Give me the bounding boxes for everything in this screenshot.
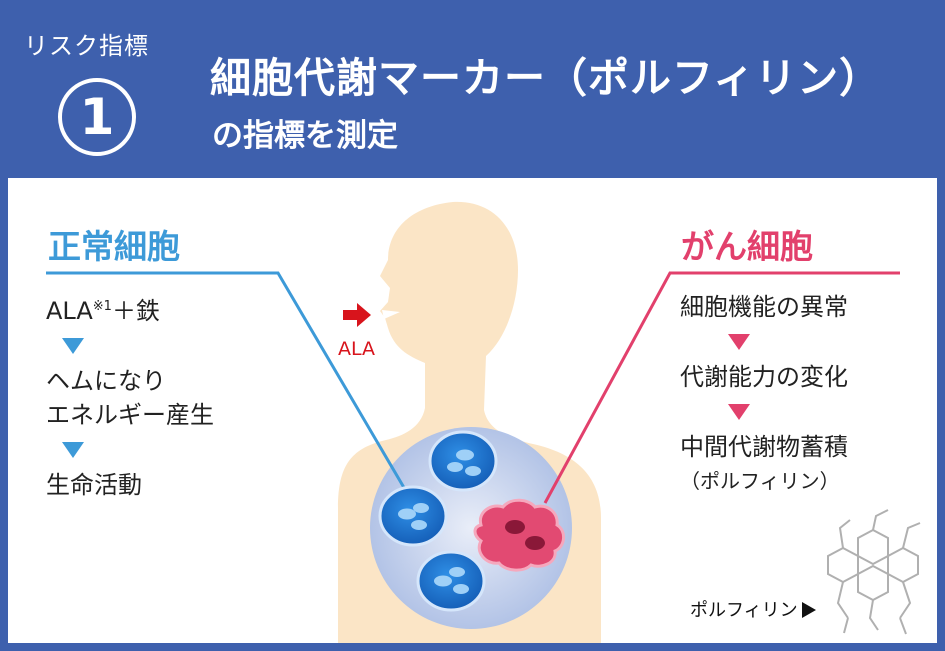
normal-cell <box>428 430 498 492</box>
down-arrow-icon <box>62 442 84 458</box>
normal-cell-steps: ALA※1＋鉄 ヘムになり エネルギー産生 生命活動 <box>46 290 306 502</box>
porphyrin-caption-text: ポルフィリン <box>690 600 798 621</box>
cancer-step-3-sub: （ポルフィリン） <box>680 469 840 493</box>
ala-text: ALA <box>46 297 93 325</box>
normal-step-3: 生命活動 <box>46 471 142 499</box>
page-subtitle: の指標を測定 <box>212 118 398 154</box>
cancer-step-1: 細胞機能の異常 <box>680 293 848 321</box>
risk-number-badge: 1 <box>58 78 136 156</box>
cancer-step-3: 中間代謝物蓄積 <box>680 433 848 461</box>
cancer-connector-line <box>543 271 900 504</box>
normal-step-1: ALA※1＋鉄 <box>46 290 306 328</box>
normal-step-2b: エネルギー産生 <box>46 401 214 429</box>
cancer-cell-steps: 細胞機能の異常 代謝能力の変化 中間代謝物蓄積 （ポルフィリン） <box>680 290 937 498</box>
body-illustration <box>46 201 921 643</box>
ala-arrow-icon <box>343 303 371 327</box>
ala-label: ALA <box>338 338 376 360</box>
down-arrow-icon <box>728 404 750 420</box>
normal-connector-line <box>46 271 415 504</box>
mouth <box>382 310 400 319</box>
porphyrin-structure-icon <box>827 509 921 635</box>
porphyrin-caption: ポルフィリン <box>690 596 816 622</box>
cancer-step-2: 代謝能力の変化 <box>680 363 848 391</box>
normal-step-2a: ヘムになり <box>46 367 166 395</box>
normal-cell-heading: 正常細胞 <box>48 227 180 266</box>
header-banner: リスク指標 1 細胞代謝マーカー（ポルフィリン） の指標を測定 <box>0 0 945 178</box>
down-arrow-icon <box>62 338 84 354</box>
diagram-panel: 正常細胞 がん細胞 ALA※1＋鉄 ヘムになり エネルギー産生 生命活動 細胞機… <box>8 178 937 643</box>
cancer-cell-heading: がん細胞 <box>681 227 813 266</box>
triangle-right-icon <box>801 602 816 618</box>
cancer-cell <box>473 498 565 572</box>
normal-cell <box>416 550 486 612</box>
down-arrow-icon <box>728 334 750 350</box>
normal-cell <box>378 485 448 547</box>
risk-label: リスク指標 <box>24 32 149 60</box>
footnote-mark: ※1 <box>92 299 112 314</box>
page-title: 細胞代謝マーカー（ポルフィリン） <box>210 54 882 102</box>
ala-suffix: ＋鉄 <box>111 297 160 325</box>
